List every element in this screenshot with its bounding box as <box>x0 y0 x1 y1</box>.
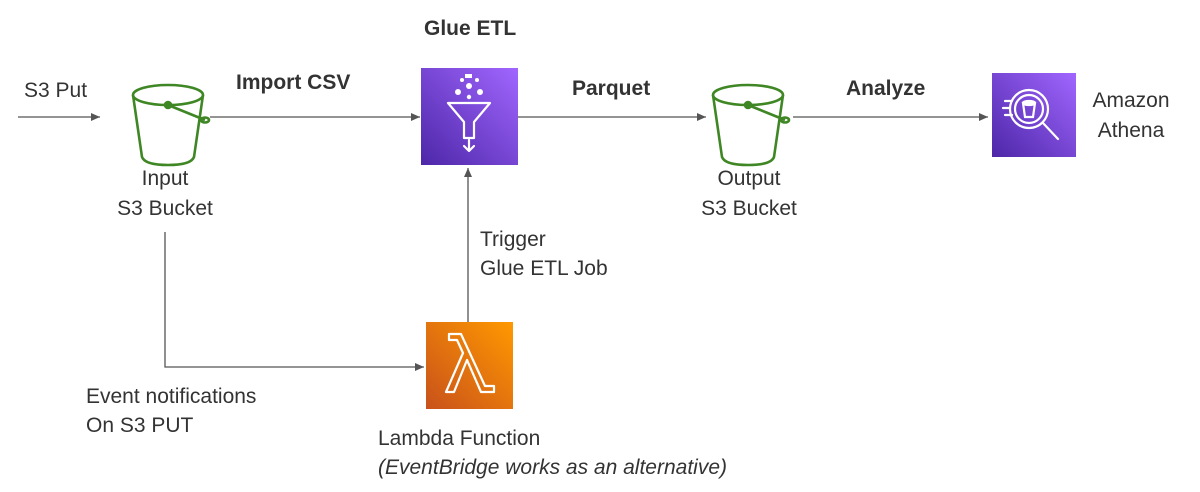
lambda-function-label: Lambda Function <box>378 427 541 450</box>
athena-label-line1: Amazon <box>1092 89 1170 112</box>
parquet-label: Parquet <box>572 77 651 100</box>
output-s3-bucket-icon <box>711 83 791 167</box>
athena-icon <box>992 73 1076 157</box>
import-csv-label: Import CSV <box>236 71 351 94</box>
eventbridge-note: (EventBridge works as an alternative) <box>378 456 727 479</box>
trigger-label-line2: Glue ETL Job <box>480 257 608 280</box>
glue-etl-title: Glue ETL <box>424 17 517 40</box>
event-notifications-label-line2: On S3 PUT <box>86 414 194 437</box>
output-bucket-label-line2: S3 Bucket <box>701 197 797 220</box>
input-bucket-label-line1: Input <box>141 167 189 190</box>
event-notification-arrow <box>164 232 424 371</box>
event-notifications-label-line1: Event notifications <box>86 385 257 408</box>
glue-etl-icon <box>421 68 518 165</box>
s3-put-label: S3 Put <box>24 79 88 102</box>
analyze-label: Analyze <box>846 77 926 100</box>
athena-label-line2: Athena <box>1097 119 1165 142</box>
trigger-label-line1: Trigger <box>480 228 546 251</box>
input-s3-bucket-icon <box>131 83 211 167</box>
input-bucket-label-line2: S3 Bucket <box>117 197 213 220</box>
lambda-icon <box>426 322 513 409</box>
output-bucket-label-line1: Output <box>717 167 781 190</box>
